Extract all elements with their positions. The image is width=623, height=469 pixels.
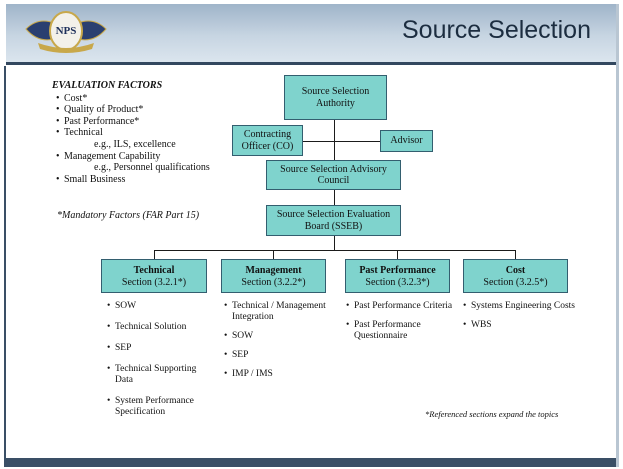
factor-item: Small Business <box>64 174 282 186</box>
management-items: Technical / Management Integration SOW S… <box>224 301 346 388</box>
section-title: Cost <box>505 265 526 276</box>
list-item: Systems Engineering Costs <box>463 301 603 312</box>
management-section-box: Management Section (3.2.2*) <box>221 259 326 293</box>
factor-item: Past Performance* <box>64 116 282 128</box>
connector-to-cost <box>515 250 516 259</box>
advisor-box: Advisor <box>380 130 433 152</box>
mandatory-factors-note: *Mandatory Factors (FAR Part 15) <box>57 210 200 221</box>
factor-item: Technical <box>64 127 282 139</box>
connector-to-technical <box>154 250 155 259</box>
sseb-label: Source Selection Evaluation Board (SSEB) <box>276 209 391 232</box>
section-ref: Section (3.2.3*) <box>365 277 430 288</box>
list-item: Technical Solution <box>107 322 215 333</box>
past-performance-items: Past Performance Criteria Past Performan… <box>346 301 461 350</box>
nps-logo: NPS <box>25 11 107 53</box>
contracting-officer-box: Contracting Officer (CO) <box>232 125 303 156</box>
list-item: SOW <box>224 331 346 342</box>
section-ref: Section (3.2.1*) <box>121 277 187 288</box>
connector-ssa-ssac <box>334 120 335 160</box>
factor-item: Management Capability <box>64 151 282 163</box>
source-selection-authority-box: Source Selection Authority <box>284 75 387 120</box>
header-band <box>6 4 617 62</box>
connector-to-management <box>273 250 274 259</box>
technical-section-box: Technical Section (3.2.1*) <box>101 259 207 293</box>
factor-subitem: e.g., Personnel qualifications <box>94 162 210 174</box>
list-item: IMP / IMS <box>224 369 346 380</box>
list-item: Past Performance Criteria <box>346 301 461 312</box>
factor-subitem: e.g., ILS, excellence <box>94 138 176 150</box>
list-item: System Performance Specification <box>107 396 215 418</box>
evaluation-factors-title: EVALUATION FACTORS <box>52 80 163 91</box>
list-item: Past Performance Questionnaire <box>346 320 461 342</box>
section-ref: Section (3.2.2*) <box>241 277 306 288</box>
list-item: SEP <box>224 350 346 361</box>
connector-co-advisor <box>303 141 380 142</box>
slide-title: Source Selection <box>401 16 591 44</box>
ssa-label: Source Selection Authority <box>301 86 370 109</box>
connector-ssac-sseb <box>334 190 335 205</box>
list-item: Technical / Management Integration <box>224 301 346 323</box>
evaluation-factors-list: Cost* Quality of Product* Past Performan… <box>52 93 282 186</box>
header-divider <box>6 62 617 65</box>
past-performance-section-box: Past Performance Section (3.2.3*) <box>345 259 450 293</box>
cost-section-box: Cost Section (3.2.5*) <box>463 259 568 293</box>
sseb-box: Source Selection Evaluation Board (SSEB) <box>266 205 401 236</box>
list-item: Technical Supporting Data <box>107 364 215 386</box>
factor-item: Quality of Product* <box>64 104 282 116</box>
list-item: SOW <box>107 301 215 312</box>
co-label: Contracting Officer (CO) <box>241 129 294 152</box>
section-ref: Section (3.2.5*) <box>483 277 548 288</box>
ssac-label: Source Selection Advisory Council <box>280 163 387 187</box>
evaluation-factors: EVALUATION FACTORS Cost* Quality of Prod… <box>52 80 282 185</box>
section-title: Technical <box>133 265 175 276</box>
connector-horizontal-bus <box>154 250 516 251</box>
referenced-sections-note: *Referenced sections expand the topics <box>425 409 559 419</box>
list-item: WBS <box>463 320 603 331</box>
connector-sseb-down <box>334 236 335 250</box>
technical-items: SOW Technical Solution SEP Technical Sup… <box>107 301 215 428</box>
connector-to-past-performance <box>397 250 398 259</box>
advisor-label: Advisor <box>390 135 423 147</box>
section-title: Past Performance <box>359 265 436 276</box>
list-item: SEP <box>107 343 215 354</box>
frame-border-left <box>4 66 6 462</box>
cost-items: Systems Engineering Costs WBS <box>463 301 603 339</box>
factor-item: Cost* <box>64 93 282 105</box>
logo-banner <box>38 43 94 53</box>
section-title: Management <box>245 265 302 276</box>
frame-border-bottom <box>4 458 617 467</box>
logo-text: NPS <box>56 25 77 37</box>
frame-border-right <box>616 4 619 467</box>
ssac-box: Source Selection Advisory Council <box>266 160 401 190</box>
